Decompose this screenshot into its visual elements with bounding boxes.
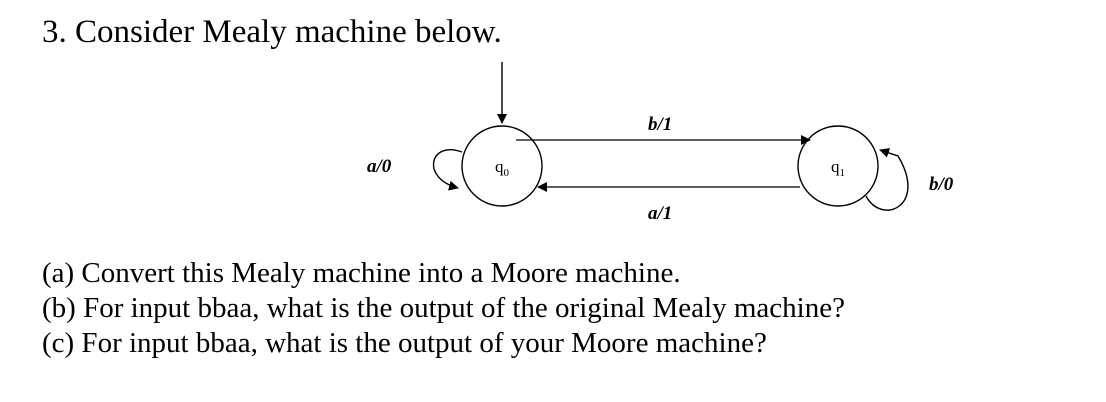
state-q0: q0 [461, 125, 543, 207]
question-b: (b) For input bbaa, what is the output o… [42, 292, 845, 324]
question-a: (a) Convert this Mealy machine into a Mo… [42, 257, 681, 289]
self-loop-q1-edge [865, 148, 909, 211]
edge-label-a0: a/0 [367, 156, 392, 177]
state-q1-label: q1 [831, 157, 845, 179]
question-list: (a) Convert this Mealy machine into a Mo… [42, 256, 845, 361]
edge-label-b1: b/1 [648, 114, 672, 135]
state-q0-label: q0 [495, 157, 510, 179]
state-q1: q1 [797, 125, 879, 207]
question-c: (c) For input bbaa, what is the output o… [42, 327, 767, 359]
edge-label-a1: a/1 [648, 203, 672, 224]
self-loop-q0-edge [432, 149, 463, 191]
question-heading: 3. Consider Mealy machine below. [42, 14, 502, 50]
edge-label-b0: b/0 [929, 174, 954, 195]
